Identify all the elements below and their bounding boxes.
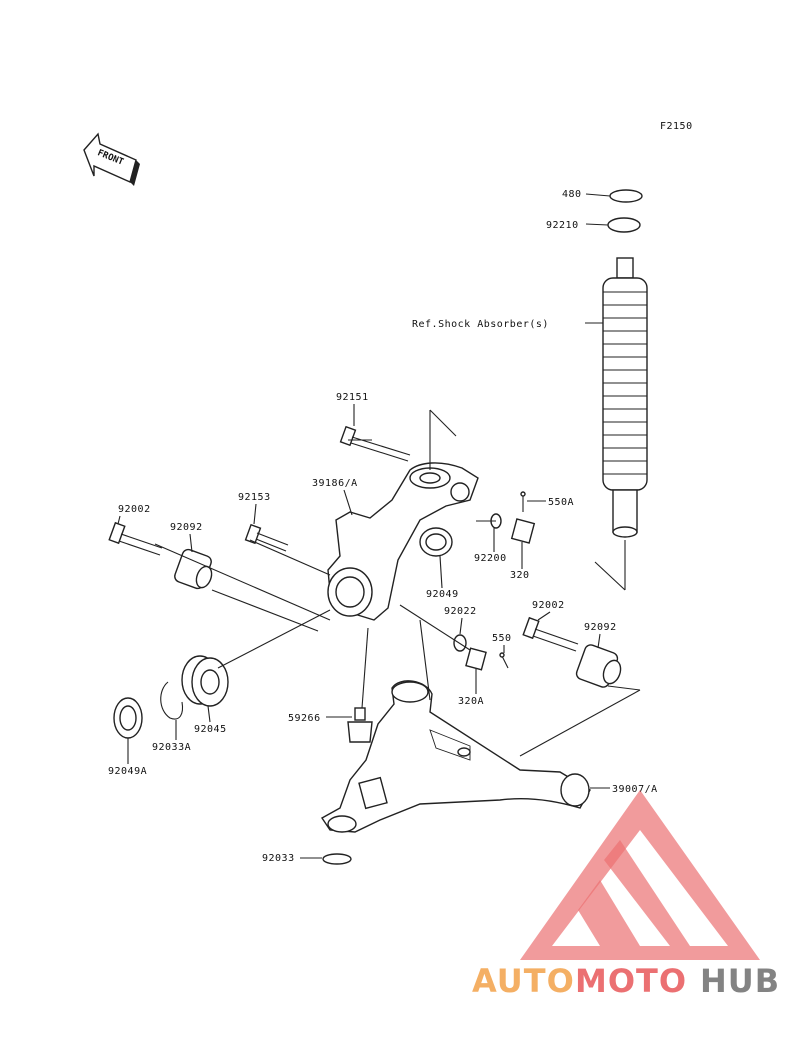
cotter-pin-550A-icon: [520, 491, 526, 512]
part-label-92033: 92033: [262, 853, 295, 864]
part-label-92092-right: 92092: [584, 622, 617, 633]
part-label-480: 480: [562, 189, 582, 200]
part-label-59266: 59266: [288, 713, 321, 724]
part-label-320A: 320A: [458, 696, 484, 707]
part-label-92049A: 92049A: [108, 766, 147, 777]
part-label-92002-left: 92002: [118, 504, 151, 515]
automotohub-logo: AUTO MOTO HUB: [472, 790, 780, 1000]
seal-92049A-icon: [113, 697, 143, 739]
ref-shock-label: Ref.Shock Absorber(s): [412, 319, 549, 330]
logo-text-auto: AUTO: [472, 962, 575, 1000]
leader-lines: [154, 439, 641, 757]
part-label-39186: 39186/A: [312, 478, 358, 489]
part-label-550A: 550A: [548, 497, 574, 508]
part-label-320: 320: [510, 570, 530, 581]
cotter-pin-550-icon: [499, 652, 509, 669]
logo-text-hub: HUB: [700, 962, 780, 1000]
bolt-92151-icon: [339, 425, 411, 462]
ball-joint-59266-icon: [347, 707, 373, 743]
circlip-92033A-icon: [160, 681, 184, 720]
part-label-39007: 39007/A: [612, 784, 658, 795]
part-label-92210: 92210: [546, 220, 579, 231]
bolt-92153-icon: [244, 523, 289, 552]
part-label-92045: 92045: [194, 724, 227, 735]
collar-92210-icon: [607, 217, 641, 233]
part-label-92049: 92049: [426, 589, 459, 600]
part-label-92092-left: 92092: [170, 522, 203, 533]
suspension-arm: [320, 680, 591, 833]
bushing-92092-left-icon: [174, 548, 213, 590]
front-arrow-icon: FRONT: [83, 132, 140, 186]
part-label-550: 550: [492, 633, 512, 644]
nut-320A-icon: [465, 647, 487, 671]
logo-text-moto: MOTO: [575, 962, 687, 1000]
circlip-92033-icon: [322, 853, 352, 865]
bushing-92092-right-icon: [575, 644, 622, 688]
bolt-92002-right-icon: [522, 616, 579, 652]
diagram-code: F2150: [660, 121, 693, 132]
part-label-92153: 92153: [238, 492, 271, 503]
part-label-92022: 92022: [444, 606, 477, 617]
part-label-92002-right: 92002: [532, 600, 565, 611]
shock-absorber: [602, 189, 648, 538]
steering-knuckle: [327, 462, 479, 621]
part-label-92200: 92200: [474, 553, 507, 564]
bolt-92002-left-icon: [108, 521, 163, 556]
part-label-92151: 92151: [336, 392, 369, 403]
nut-320-icon: [510, 518, 536, 544]
part-label-92033A: 92033A: [152, 742, 191, 753]
circlip-480-icon: [609, 189, 643, 203]
bearing-92045-icon: [181, 655, 229, 707]
part-labels: 480 92210 Ref.Shock Absorber(s) 92151 39…: [108, 189, 658, 864]
logo-triangle-icon: [520, 790, 760, 960]
